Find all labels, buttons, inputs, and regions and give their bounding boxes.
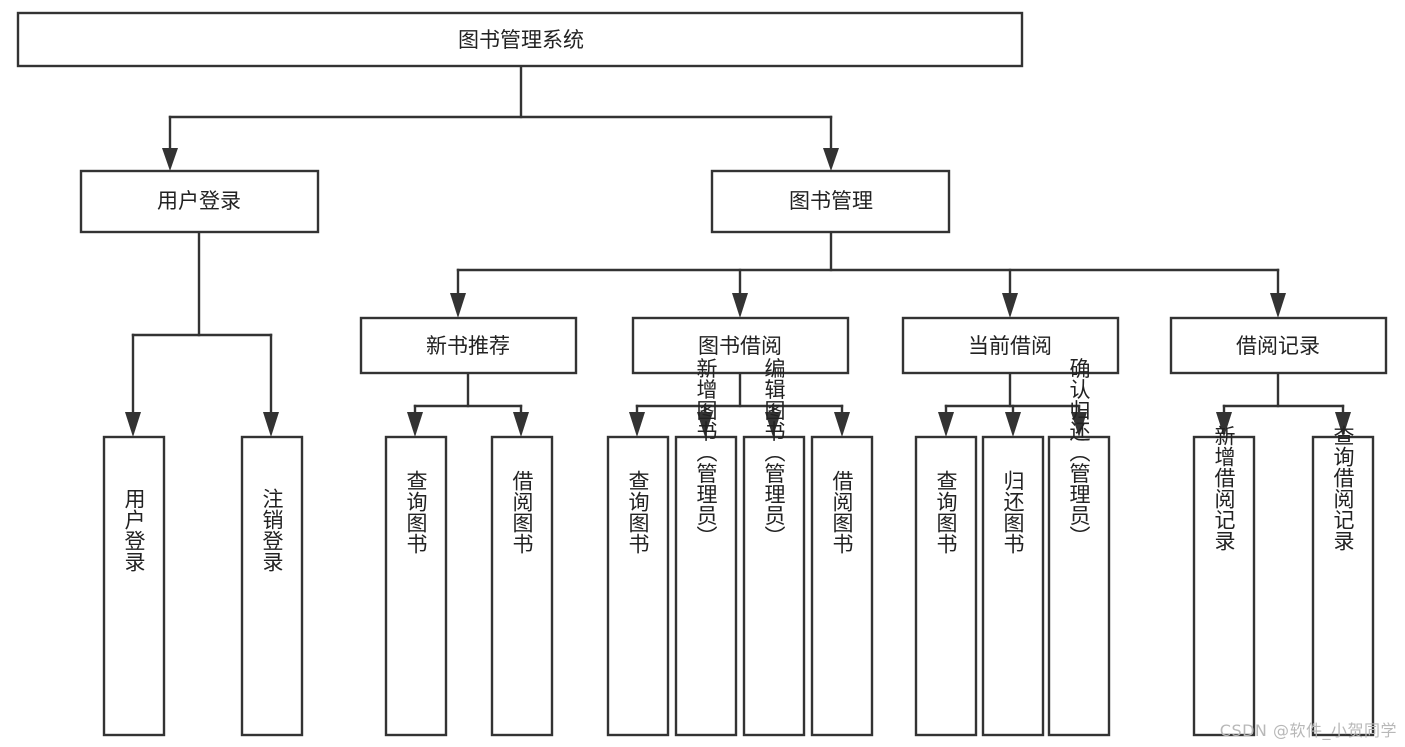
leaf-user-login-1[interactable]: 注销登录 (240, 435, 304, 737)
node-new-book-recommend[interactable]: 新书推荐 (359, 316, 578, 375)
leaf-label: 归还图书 (1001, 470, 1025, 554)
leaf-box[interactable] (1047, 435, 1111, 737)
leaf-label: 确认归还（管理员） (1067, 358, 1091, 547)
leaf-label: 编辑图书（管理员） (762, 358, 786, 547)
leaf-box[interactable] (810, 435, 874, 737)
node-new-book-recommend-label: 新书推荐 (426, 334, 510, 358)
node-root-system[interactable]: 图书管理系统 (16, 11, 1024, 68)
leaf-label: 查询图书 (626, 470, 650, 554)
leaf-box[interactable] (1311, 435, 1375, 737)
leaf-book-borrow-1[interactable]: 新增图书（管理员） (674, 358, 738, 737)
node-book-management-box[interactable] (710, 169, 951, 234)
leaf-label: 用户登录 (122, 488, 146, 572)
node-user-login[interactable]: 用户登录 (79, 169, 320, 234)
leaf-user-login-0[interactable]: 用户登录 (102, 435, 166, 737)
leaf-box[interactable] (674, 435, 738, 737)
arrow-head-icon (450, 293, 466, 318)
node-current-borrow-label: 当前借阅 (968, 334, 1052, 358)
arrow-head-icon (834, 412, 850, 437)
leaf-box[interactable] (914, 435, 978, 737)
node-root-box[interactable] (16, 11, 1024, 68)
arrow-head-icon (407, 412, 423, 437)
node-root-label: 图书管理系统 (458, 28, 584, 52)
leaf-box[interactable] (384, 435, 448, 737)
leaf-borrow-record-1[interactable]: 查询借阅记录 (1311, 425, 1375, 737)
leaf-label: 查询借阅记录 (1331, 425, 1355, 551)
leaf-label: 新增借阅记录 (1212, 425, 1236, 551)
node-current-borrow[interactable]: 当前借阅 (901, 316, 1120, 375)
node-new-book-recommend-box[interactable] (359, 316, 578, 375)
leaf-box[interactable] (102, 435, 166, 737)
watermark: CSDN @软件_小贺同学 (1219, 721, 1397, 740)
arrow-head-icon (1335, 412, 1351, 437)
leaf-box[interactable] (1192, 435, 1256, 737)
leaf-current-borrow-1[interactable]: 归还图书 (981, 435, 1045, 737)
node-current-borrow-box[interactable] (901, 316, 1120, 375)
arrow-head-icon (263, 412, 279, 437)
arrow-head-icon (1002, 293, 1018, 318)
leaf-label: 借阅图书 (830, 470, 854, 554)
arrow-head-icon (1216, 412, 1232, 437)
node-user-login-label: 用户登录 (157, 189, 241, 213)
leaf-borrow-record-0[interactable]: 新增借阅记录 (1192, 425, 1256, 737)
node-user-login-box[interactable] (79, 169, 320, 234)
node-borrow-record-box[interactable] (1169, 316, 1388, 375)
arrow-head-icon (1005, 412, 1021, 437)
arrow-head-icon (125, 412, 141, 437)
arrow-head-icon (513, 412, 529, 437)
leaf-box[interactable] (240, 435, 304, 737)
leaf-new-book-1[interactable]: 借阅图书 (490, 435, 554, 737)
node-book-management-label: 图书管理 (789, 189, 873, 213)
leaf-box[interactable] (490, 435, 554, 737)
leaf-current-borrow-0[interactable]: 查询图书 (914, 435, 978, 737)
leaf-book-borrow-0[interactable]: 查询图书 (606, 435, 670, 737)
leaf-box[interactable] (742, 435, 806, 737)
node-book-borrow[interactable]: 图书借阅 (631, 316, 850, 375)
arrow-head-icon (765, 412, 781, 437)
leaf-box[interactable] (606, 435, 670, 737)
leaf-label: 新增图书（管理员） (694, 358, 718, 547)
leaf-label: 注销登录 (260, 488, 284, 572)
arrow-head-icon (629, 412, 645, 437)
leaf-box[interactable] (981, 435, 1045, 737)
node-borrow-record-label: 借阅记录 (1236, 334, 1320, 358)
node-book-management[interactable]: 图书管理 (710, 169, 951, 234)
arrow-head-icon (732, 293, 748, 318)
arrow-head-icon (938, 412, 954, 437)
leaf-book-borrow-3[interactable]: 借阅图书 (810, 435, 874, 737)
connector-layer (125, 64, 1351, 437)
leaf-label: 借阅图书 (510, 470, 534, 554)
leaf-book-borrow-2[interactable]: 编辑图书（管理员） (742, 358, 806, 737)
leaf-label: 查询图书 (934, 470, 958, 554)
arrow-head-icon (697, 412, 713, 437)
leaf-new-book-0[interactable]: 查询图书 (384, 435, 448, 737)
leaf-label: 查询图书 (404, 470, 428, 554)
arrow-head-icon (1270, 293, 1286, 318)
arrow-head-icon (1071, 412, 1087, 437)
node-book-borrow-box[interactable] (631, 316, 850, 375)
arrow-head-icon (823, 148, 839, 171)
node-book-borrow-label: 图书借阅 (698, 334, 782, 358)
leaf-current-borrow-2[interactable]: 确认归还（管理员） (1047, 358, 1111, 737)
arrow-head-icon (162, 148, 178, 171)
node-borrow-record[interactable]: 借阅记录 (1169, 316, 1388, 375)
